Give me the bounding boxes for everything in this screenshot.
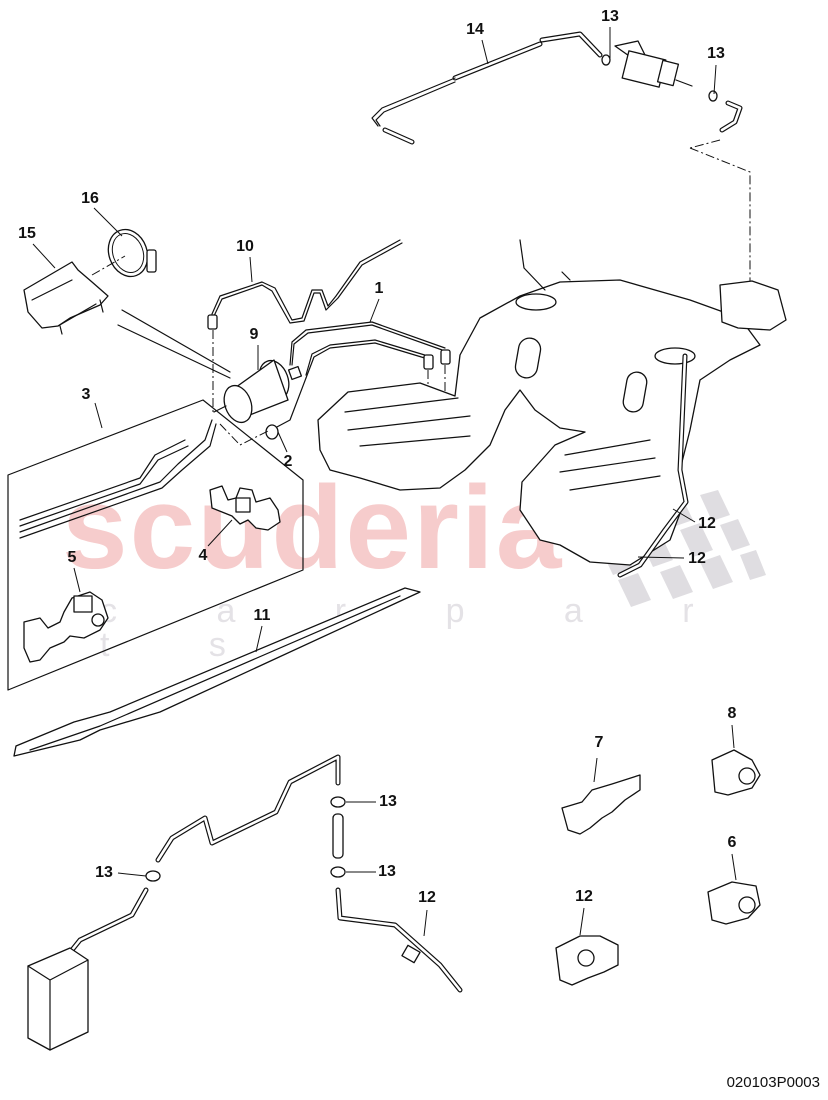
clip-7	[561, 757, 641, 835]
callout-13[interactable]: 13	[378, 863, 396, 880]
vent-hose-assembly	[371, 31, 751, 290]
callout-2[interactable]: 2	[283, 453, 293, 470]
line-cover-rail	[13, 587, 421, 757]
callout-6[interactable]: 6	[727, 834, 737, 851]
callout-10[interactable]: 10	[236, 238, 254, 255]
diagram-id-label: 020103P0003	[726, 1074, 820, 1091]
callout-12[interactable]: 12	[688, 550, 706, 567]
callout-13[interactable]: 13	[601, 8, 619, 25]
callout-13[interactable]: 13	[95, 864, 113, 881]
callout-3[interactable]: 3	[81, 386, 91, 403]
callout-9[interactable]: 9	[249, 326, 259, 343]
callout-12[interactable]: 12	[698, 515, 716, 532]
line-clip-double	[23, 567, 109, 663]
clip-8	[711, 724, 761, 796]
clamp-ring	[91, 228, 157, 278]
callout-13[interactable]: 13	[707, 45, 725, 62]
fuel-filter	[213, 359, 303, 440]
callout-14[interactable]: 14	[466, 21, 484, 38]
callout-8[interactable]: 8	[727, 705, 737, 722]
fuel-line-return	[207, 239, 403, 415]
callout-7[interactable]: 7	[594, 734, 604, 751]
callout-1[interactable]: 1	[374, 280, 384, 297]
callout-15[interactable]: 15	[18, 225, 36, 242]
callout-13[interactable]: 13	[379, 793, 397, 810]
callout-5[interactable]: 5	[67, 549, 77, 566]
fuel-tank	[317, 239, 787, 578]
fuel-line-set	[7, 399, 304, 691]
filter-holder-bracket	[23, 261, 109, 335]
fuel-line-pair	[274, 321, 451, 429]
callout-4[interactable]: 4	[198, 547, 208, 564]
callout-16[interactable]: 16	[81, 190, 99, 207]
vent-pipe-lower	[27, 754, 463, 1051]
clip-12	[555, 907, 619, 986]
callout-11[interactable]: 11	[253, 607, 271, 624]
clip-6	[707, 853, 761, 925]
callout-12[interactable]: 12	[418, 889, 436, 906]
callout-12[interactable]: 12	[575, 888, 593, 905]
line-clip-triple	[207, 485, 281, 547]
